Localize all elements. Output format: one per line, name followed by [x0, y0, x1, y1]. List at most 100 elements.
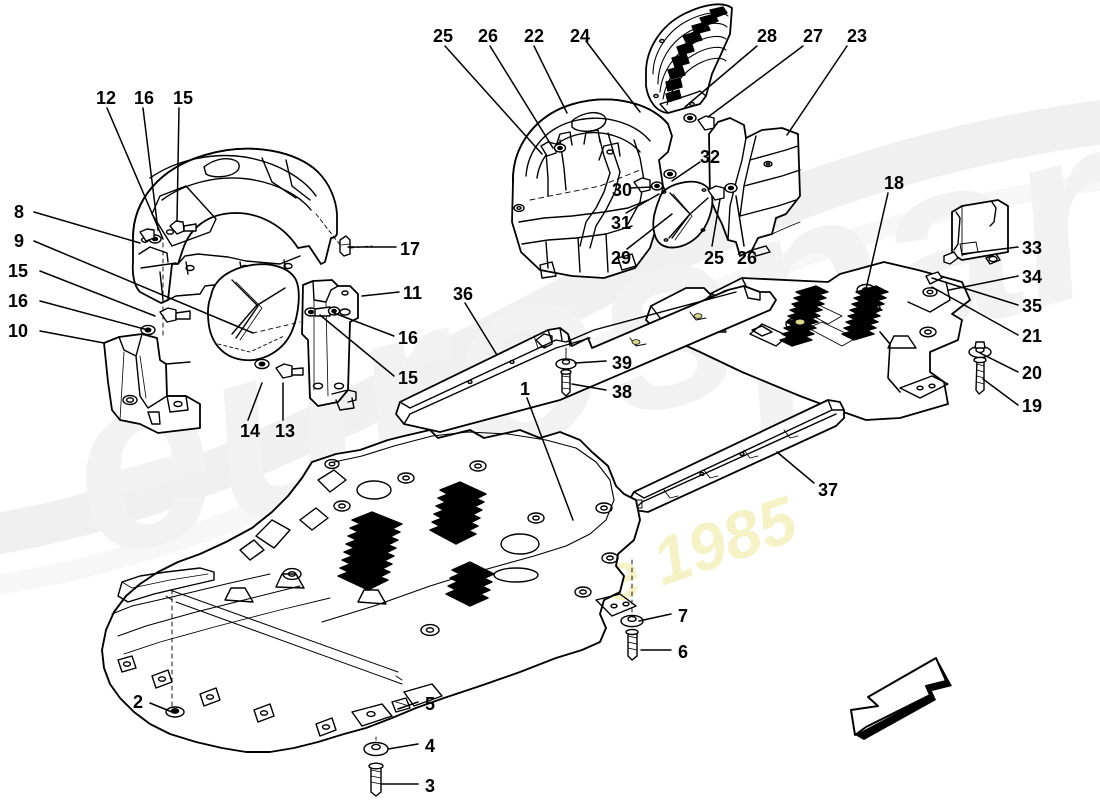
callout-label-4: 4	[425, 736, 436, 756]
leader-line-12	[106, 107, 164, 240]
part-10-front-lower-deflector	[103, 333, 201, 434]
leader-line-32	[671, 161, 701, 182]
callout-label-13: 13	[275, 421, 296, 441]
leader-line-22	[533, 45, 568, 114]
fasteners-left-group	[139, 213, 373, 379]
leader-line-9	[33, 240, 254, 334]
callout-label-39: 39	[612, 353, 633, 373]
callout-label-21: 21	[1022, 326, 1043, 346]
leader-line-21	[931, 286, 1019, 336]
part-24-louvred-vent-grille	[645, 3, 733, 114]
callout-label-31: 31	[611, 213, 632, 233]
leader-line-7	[638, 613, 672, 622]
leader-line-2	[149, 702, 173, 713]
part-23-rear-liner-extension	[708, 117, 801, 257]
leader-line-37	[776, 451, 815, 484]
callout-label-22: 22	[524, 26, 545, 46]
leader-line-16	[333, 312, 395, 337]
leader-line-8	[33, 211, 141, 244]
leader-line-19	[982, 378, 1019, 406]
leader-line-4	[387, 743, 419, 750]
leader-line-20	[979, 352, 1019, 373]
leader-line-30	[629, 186, 653, 189]
leader-line-25	[711, 198, 721, 247]
leader-line-16	[39, 300, 149, 331]
leader-line-33	[961, 246, 1019, 255]
callout-leader-lines	[33, 40, 1019, 785]
leader-line-15	[39, 270, 156, 317]
leader-line-18	[865, 192, 889, 290]
callout-label-16: 16	[134, 88, 155, 108]
part-29-liner-access-cover	[652, 180, 714, 249]
callout-label-15: 15	[8, 261, 29, 281]
leader-line-23	[786, 45, 848, 136]
fasteners-right-group	[925, 251, 1001, 395]
callout-label-17: 17	[400, 239, 421, 259]
callout-label-25: 25	[704, 248, 725, 268]
callout-label-38: 38	[612, 382, 633, 402]
leader-line-26	[489, 45, 554, 149]
leader-line-5	[397, 701, 419, 710]
part-36-long-sill-rail	[395, 285, 777, 433]
leader-line-16	[142, 107, 159, 231]
callout-label-37: 37	[818, 480, 839, 500]
part-8-front-wheelhouse-liner	[131, 147, 338, 304]
callout-label-29: 29	[611, 248, 632, 268]
leader-line-31	[625, 193, 660, 214]
fasteners-undertray-group	[165, 559, 644, 797]
callout-label-1: 1	[520, 379, 531, 399]
callout-label-9: 9	[14, 231, 25, 251]
callout-label-23: 23	[847, 26, 868, 46]
callout-label-2: 2	[133, 692, 144, 712]
callout-label-18: 18	[884, 173, 905, 193]
callout-label-24: 24	[570, 26, 591, 46]
callout-label-15: 15	[398, 368, 419, 388]
leader-line-10	[39, 330, 105, 344]
callout-label-32: 32	[700, 147, 721, 167]
part-11-side-bracket-panel	[301, 279, 359, 411]
leader-line-14	[247, 382, 263, 421]
callout-label-11: 11	[403, 283, 423, 303]
leader-line-24	[585, 40, 641, 113]
callout-label-19: 19	[1022, 396, 1043, 416]
direction-arrow	[850, 657, 952, 740]
fasteners-36-group	[555, 347, 577, 397]
leader-line-25	[444, 45, 543, 155]
callout-label-35: 35	[1022, 296, 1043, 316]
leader-line-27	[707, 45, 804, 118]
callout-label-26: 26	[737, 248, 758, 268]
leader-line-15	[176, 107, 180, 222]
leader-line-38	[571, 383, 607, 391]
callout-label-15: 15	[173, 88, 194, 108]
leader-line-39	[574, 360, 607, 364]
callout-label-28: 28	[757, 26, 778, 46]
part-9-liner-access-flap	[207, 263, 300, 362]
fasteners-rear-liner-group	[540, 113, 738, 201]
callout-label-34: 34	[1022, 267, 1043, 287]
leader-line-36	[464, 302, 498, 356]
callout-label-25: 25	[433, 26, 454, 46]
callout-label-20: 20	[1022, 363, 1043, 383]
callout-label-36: 36	[453, 284, 474, 304]
leader-line-15	[319, 314, 395, 377]
callout-label-10: 10	[8, 321, 29, 341]
callout-label-12: 12	[96, 88, 117, 108]
callout-label-8: 8	[14, 202, 25, 222]
leader-line-28	[684, 45, 758, 108]
callout-label-16: 16	[398, 328, 419, 348]
callout-label-26: 26	[478, 26, 499, 46]
callout-label-30: 30	[612, 180, 633, 200]
watermark-swoosh-1	[0, 99, 1100, 554]
callout-label-6: 6	[678, 642, 689, 662]
callout-label-33: 33	[1022, 238, 1043, 258]
callout-label-5: 5	[425, 694, 436, 714]
leader-line-1	[526, 397, 574, 521]
callout-label-7: 7	[678, 606, 689, 626]
callout-label-14: 14	[240, 421, 261, 441]
callout-label-27: 27	[803, 26, 824, 46]
callout-label-3: 3	[425, 776, 436, 796]
part-37-flat-strip-panel	[627, 399, 845, 513]
leader-line-26	[735, 195, 745, 247]
